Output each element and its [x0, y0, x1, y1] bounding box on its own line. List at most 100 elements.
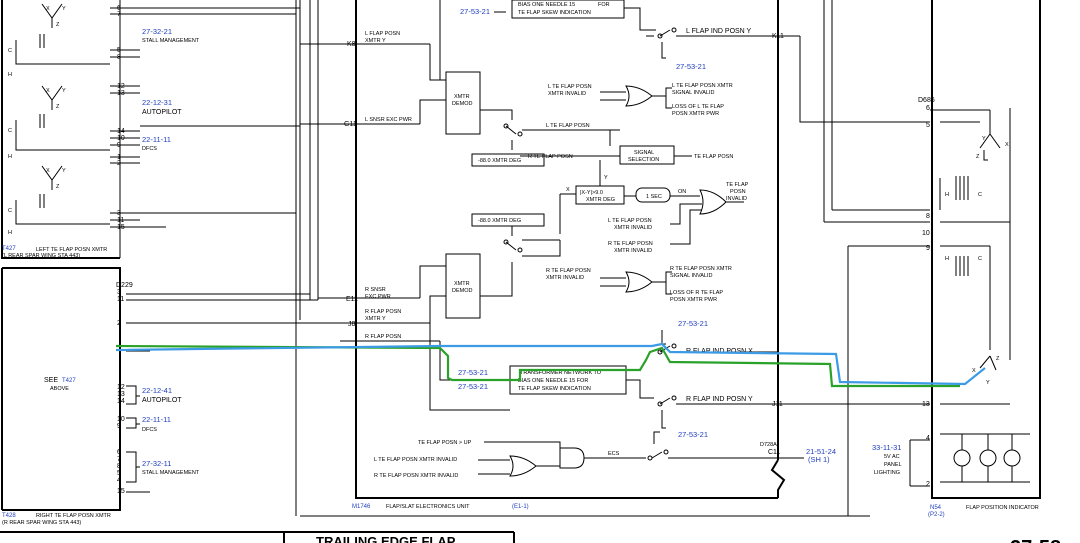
svg-text:14: 14: [117, 398, 125, 405]
ref-link[interactable]: 21-51-24: [806, 447, 836, 456]
page-title: TRAILING EDGE FLAP: [316, 534, 456, 543]
svg-text:TE FLAP POSN: TE FLAP POSN: [694, 154, 733, 160]
svg-text:C11: C11: [768, 449, 780, 456]
svg-text:BIAS ONE NEEDLE 15 FOR: BIAS ONE NEEDLE 15 FOR: [518, 378, 588, 384]
svg-text:6: 6: [117, 449, 121, 456]
svg-text:R TE FLAP POSN XMTR: R TE FLAP POSN XMTR: [670, 266, 732, 272]
and-gate: [559, 447, 585, 469]
svg-text:Y: Y: [62, 6, 66, 12]
svg-text:XMTR Y: XMTR Y: [365, 316, 386, 322]
svg-text:LOSS OF R TE FLAP: LOSS OF R TE FLAP: [670, 290, 723, 296]
svg-text:XMTR INVALID: XMTR INVALID: [614, 225, 652, 231]
pin-label: 14: [117, 128, 125, 135]
svg-text:POSN XMTR PWR: POSN XMTR PWR: [672, 111, 719, 117]
svg-text:N54[interactable]: N54: [930, 505, 942, 511]
svg-text:R SNSR: R SNSR: [365, 287, 386, 293]
ref-link[interactable]: 33-11-31: [872, 443, 901, 452]
svg-text:STALL MANAGEMENT: STALL MANAGEMENT: [142, 38, 200, 44]
ref-link[interactable]: 27-53-21: [458, 382, 488, 391]
svg-text:-88.0 XMTR DEG: -88.0 XMTR DEG: [478, 158, 521, 164]
svg-text:X: X: [46, 168, 50, 174]
see-ref[interactable]: T427: [62, 378, 76, 384]
ref-link[interactable]: 27-32-11: [142, 459, 171, 468]
ref-link[interactable]: 22-12-41: [142, 386, 172, 395]
connector-label: D686: [918, 97, 935, 104]
svg-text:R FLAP IND POSN Y: R FLAP IND POSN Y: [686, 396, 753, 403]
svg-text:ON: ON: [678, 189, 686, 195]
svg-text:L TE FLAP POSN XMTR: L TE FLAP POSN XMTR: [672, 83, 733, 89]
svg-text:L FLAP IND POSN Y: L FLAP IND POSN Y: [686, 28, 752, 35]
svg-text:(P2-2): (P2-2): [928, 512, 945, 518]
xmtr-subtitle: (L REAR SPAR WING STA 443): [2, 253, 80, 259]
ref-link[interactable]: 27-32-21: [142, 27, 172, 36]
svg-text:4: 4: [926, 435, 930, 442]
svg-text:L TE FLAP POSN: L TE FLAP POSN: [548, 84, 592, 90]
svg-text:|X-Y|>9.0: |X-Y|>9.0: [580, 190, 603, 196]
svg-text:Y: Y: [982, 136, 986, 142]
svg-text:R FLAP POSN: R FLAP POSN: [365, 334, 401, 340]
xmtr-code[interactable]: T427: [2, 246, 16, 252]
svg-text:SEE: SEE: [44, 377, 58, 384]
svg-text:9: 9: [926, 245, 930, 252]
ref-link[interactable]: 27-53-21: [676, 62, 706, 71]
svg-text:(E1-1): (E1-1): [512, 504, 529, 510]
svg-text:SIGNAL INVALID: SIGNAL INVALID: [672, 90, 715, 96]
svg-text:XMTR INVALID: XMTR INVALID: [546, 275, 584, 281]
svg-text:1 SEC: 1 SEC: [646, 194, 662, 200]
svg-text:POSN XMTR PWR: POSN XMTR PWR: [670, 297, 717, 303]
svg-text:J8: J8: [348, 321, 356, 328]
pin-label: 9: [117, 142, 121, 149]
trace-blue: [115, 342, 986, 386]
ref-link[interactable]: 27-53-21: [678, 319, 708, 328]
svg-text:R TE FLAP POSN XMTR INVALID: R TE FLAP POSN XMTR INVALID: [374, 473, 458, 479]
xmtr-demod-right: [445, 253, 481, 319]
svg-text:X: X: [1005, 142, 1009, 148]
ref-link[interactable]: 22-12-31: [142, 98, 172, 107]
svg-text:Z: Z: [56, 22, 60, 28]
ref-link[interactable]: 22-11-11: [142, 135, 171, 144]
svg-text:AUTOPILOT: AUTOPILOT: [142, 109, 182, 116]
unit-code[interactable]: M1746: [352, 504, 371, 510]
pin-label: 11: [117, 217, 124, 224]
svg-text:L TE FLAP POSN: L TE FLAP POSN: [546, 123, 590, 129]
xmtr-title: LEFT TE FLAP POSN XMTR: [36, 247, 107, 253]
pin-label: 7: [117, 11, 121, 18]
svg-text:R TE FLAP POSN: R TE FLAP POSN: [608, 241, 653, 247]
svg-text:TE FLAP SKEW INDICATION: TE FLAP SKEW INDICATION: [518, 10, 591, 16]
svg-text:L SNSR EXC PWR: L SNSR EXC PWR: [365, 117, 412, 123]
svg-text:X: X: [972, 368, 976, 374]
svg-text:R FLAP POSN: R FLAP POSN: [365, 309, 401, 315]
flap-slat-electronics-unit: K8 G11 E11 J8 K11 J11 L FLAP POSN XMTR Y…: [300, 0, 836, 510]
deg-box: [471, 153, 545, 167]
svg-text:LOSS OF L TE FLAP: LOSS OF L TE FLAP: [672, 104, 724, 110]
svg-text:EXC PWR: EXC PWR: [365, 294, 391, 300]
svg-text:15: 15: [117, 488, 125, 495]
svg-text:6: 6: [926, 105, 930, 112]
svg-text:DEMOD: DEMOD: [452, 101, 473, 107]
bias-network-top: [511, 0, 625, 19]
pin-label: 5: [117, 47, 121, 54]
xmtr-code[interactable]: T428: [2, 513, 16, 519]
svg-text:ABOVE: ABOVE: [50, 386, 69, 392]
svg-text:XMTR DEG: XMTR DEG: [586, 197, 615, 203]
unit-title: FLAP/SLAT ELECTRONICS UNIT: [386, 504, 470, 510]
ref-link[interactable]: 22-11-11: [142, 415, 171, 424]
ref-link[interactable]: 27-53-21: [460, 7, 490, 16]
svg-text:8: 8: [117, 463, 121, 470]
ref-link[interactable]: 27-53-21: [678, 430, 708, 439]
svg-text:AUTOPILOT: AUTOPILOT: [142, 397, 182, 404]
xmtr-title: RIGHT TE FLAP POSN XMTR: [36, 513, 111, 519]
pin-label: 8: [117, 54, 121, 61]
svg-text:12: 12: [117, 384, 125, 391]
pin-label: 6: [117, 5, 121, 12]
footer: TRAILING EDGE FLAP 27-58: [0, 531, 1061, 543]
svg-text:H: H: [8, 72, 12, 78]
ref-link[interactable]: 27-53-21: [458, 368, 488, 377]
trace-green: [115, 344, 960, 388]
svg-text:X: X: [46, 6, 50, 12]
svg-text:LIGHTING: LIGHTING: [874, 470, 900, 476]
svg-text:5: 5: [117, 470, 121, 477]
svg-text:SIGNAL: SIGNAL: [634, 150, 654, 156]
svg-text:L TE FLAP POSN XMTR INVALID: L TE FLAP POSN XMTR INVALID: [374, 457, 457, 463]
